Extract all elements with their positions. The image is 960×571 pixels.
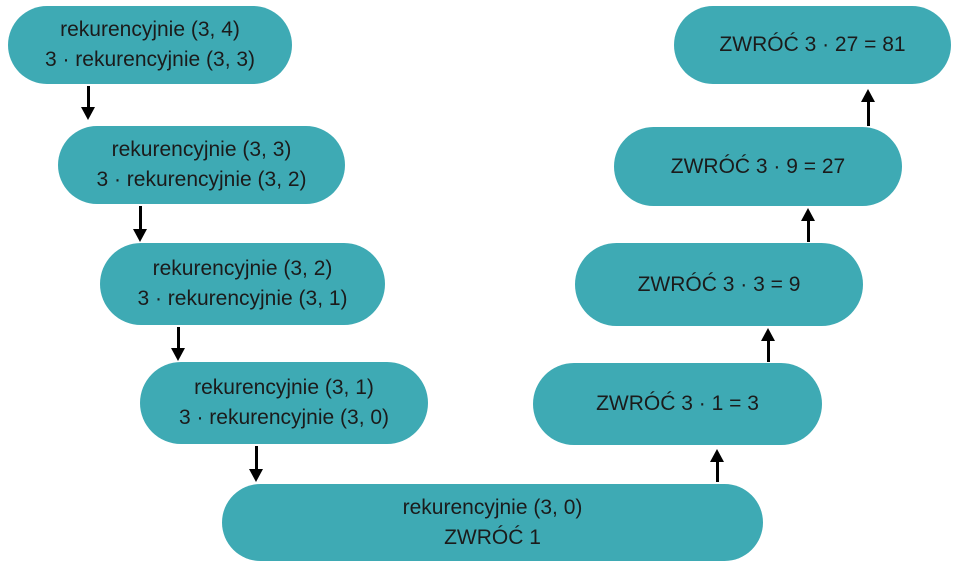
call-box-line2: 3 · rekurencyjnie (3, 1): [137, 287, 348, 310]
base-case-line1: rekurencyjnie (3, 0): [402, 495, 583, 519]
return-box-27: ZWRÓĆ 3 · 9 = 27: [614, 127, 902, 206]
arrow-up-icon: [801, 208, 815, 242]
call-box-line2: 3 · rekurencyjnie (3, 0): [178, 406, 390, 429]
return-box-label: ZWRÓĆ 3 · 27 = 81: [719, 33, 906, 56]
arrow-down-icon: [249, 446, 263, 482]
base-case-box: rekurencyjnie (3, 0) ZWRÓĆ 1: [222, 484, 763, 561]
arrow-up-icon: [761, 328, 775, 362]
call-box-line2: 3 · rekurencyjnie (3, 3): [44, 48, 256, 71]
return-box-9: ZWRÓĆ 3 · 3 = 9: [575, 243, 863, 326]
return-box-label: ZWRÓĆ 3 · 3 = 9: [637, 272, 801, 296]
arrow-down-icon: [171, 327, 185, 361]
call-box-line1: rekurencyjnie (3, 1): [194, 376, 374, 399]
arrow-down-icon: [81, 86, 95, 120]
call-box-3-4: rekurencyjnie (3, 4) 3 · rekurencyjnie (…: [8, 6, 292, 84]
arrow-up-icon: [861, 89, 875, 126]
call-box-line1: rekurencyjnie (3, 3): [111, 138, 292, 161]
call-box-line2: 3 · rekurencyjnie (3, 2): [96, 168, 307, 191]
arrow-down-icon: [133, 206, 147, 242]
arrow-up-icon: [710, 449, 724, 482]
call-box-3-3: rekurencyjnie (3, 3) 3 · rekurencyjnie (…: [58, 126, 345, 204]
call-box-3-2: rekurencyjnie (3, 2) 3 · rekurencyjnie (…: [100, 243, 385, 325]
base-case-line2: ZWRÓĆ 1: [444, 525, 541, 549]
return-box-label: ZWRÓĆ 3 · 1 = 3: [596, 392, 759, 415]
return-box-81: ZWRÓĆ 3 · 27 = 81: [674, 6, 951, 84]
call-box-3-1: rekurencyjnie (3, 1) 3 · rekurencyjnie (…: [140, 362, 428, 444]
return-box-label: ZWRÓĆ 3 · 9 = 27: [670, 154, 846, 178]
call-box-line1: rekurencyjnie (3, 4): [60, 18, 240, 41]
call-box-line1: rekurencyjnie (3, 2): [152, 257, 333, 280]
return-box-3: ZWRÓĆ 3 · 1 = 3: [533, 363, 822, 445]
